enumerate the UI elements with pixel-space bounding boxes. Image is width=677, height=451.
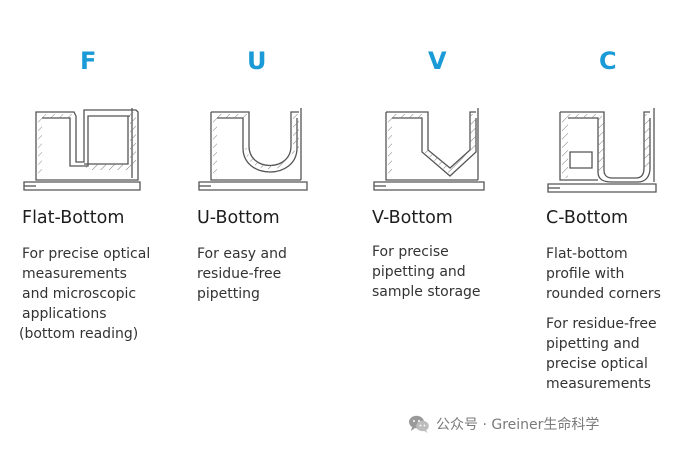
panel-description: For easy and residue-free pipetting bbox=[197, 244, 362, 304]
flat-bottom-profile-drawing bbox=[23, 108, 141, 191]
desc-line: Flat-bottom bbox=[546, 246, 628, 262]
desc-line: measurements bbox=[22, 266, 127, 282]
wechat-icon bbox=[409, 415, 429, 433]
panel-u-bottom: U U-Bottom For easy and residue-free pip… bbox=[197, 0, 367, 451]
panel-title: V-Bottom bbox=[372, 208, 453, 228]
desc-line: rounded corners bbox=[546, 286, 661, 302]
panel-c-bottom: C C-Bottom Flat-bottom profile with roun… bbox=[546, 0, 677, 451]
desc-line: measurements bbox=[546, 376, 651, 392]
desc-line: (bottom reading) bbox=[19, 326, 139, 342]
desc-line: applications bbox=[22, 306, 107, 322]
desc-line: sample storage bbox=[372, 284, 481, 300]
watermark-text: 公众号 · Greiner生命科学 bbox=[436, 417, 600, 433]
letter-f: F bbox=[80, 47, 97, 75]
desc-line: profile with bbox=[546, 266, 625, 282]
desc-line: precise optical bbox=[546, 356, 648, 372]
letter-v: V bbox=[428, 47, 447, 75]
panel-description: For precise optical measurements and mic… bbox=[19, 244, 187, 344]
desc-line: and microscopic bbox=[22, 286, 137, 302]
desc-line: For precise bbox=[372, 244, 449, 260]
u-bottom-profile-drawing bbox=[198, 108, 308, 191]
panel-description-secondary: For residue-free pipetting and precise o… bbox=[546, 314, 677, 394]
desc-line: For easy and bbox=[197, 246, 287, 262]
desc-line: pipetting bbox=[197, 286, 260, 302]
watermark: 公众号 · Greiner生命科学 bbox=[408, 413, 599, 435]
v-bottom-profile-drawing bbox=[373, 108, 485, 191]
desc-line: For residue-free bbox=[546, 316, 657, 332]
desc-line: pipetting and bbox=[546, 336, 640, 352]
desc-line: residue-free bbox=[197, 266, 282, 282]
panel-v-bottom: V V-Bottom For precise pipetting and sam… bbox=[372, 0, 542, 451]
desc-line: pipetting and bbox=[372, 264, 466, 280]
letter-c: C bbox=[599, 47, 617, 75]
letter-u: U bbox=[247, 47, 267, 75]
panel-title: C-Bottom bbox=[546, 208, 629, 228]
panel-title: U-Bottom bbox=[197, 208, 280, 228]
panel-description: Flat-bottom profile with rounded corners bbox=[546, 244, 677, 304]
c-bottom-profile-drawing bbox=[547, 108, 657, 193]
panel-description: For precise pipetting and sample storage bbox=[372, 242, 537, 302]
panel-flat-bottom: F Flat-Bottom For precise optical measur… bbox=[19, 0, 192, 451]
desc-line: For precise optical bbox=[22, 246, 151, 262]
panel-title: Flat-Bottom bbox=[22, 208, 125, 228]
